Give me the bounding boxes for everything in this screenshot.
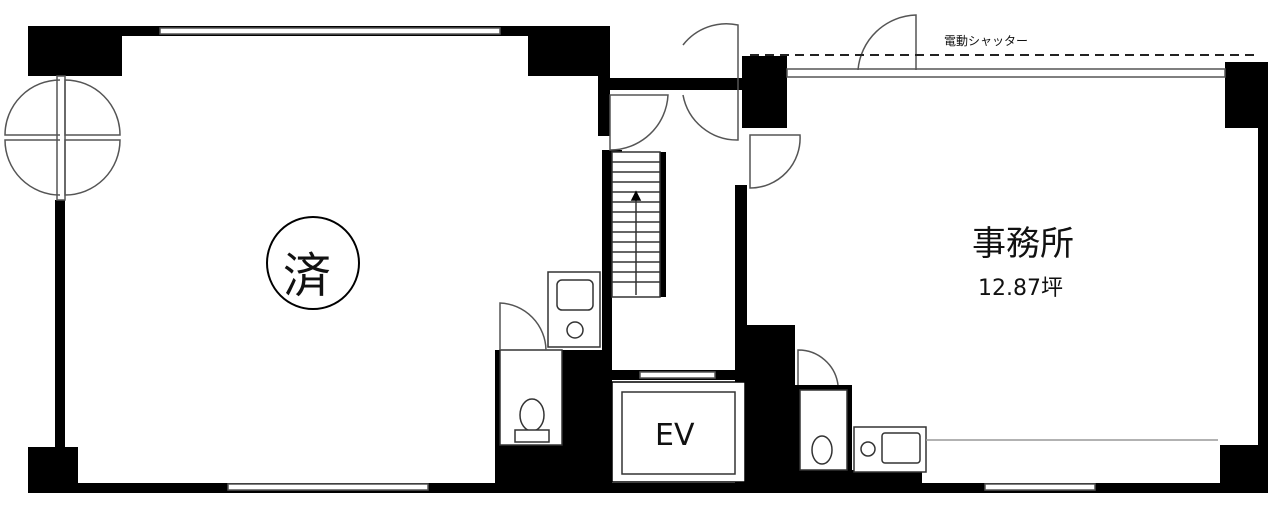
office-area: 12.87坪 xyxy=(978,276,1063,301)
contracted-stamp: 済 xyxy=(283,248,332,304)
shutter-label: 電動シャッター xyxy=(944,34,1029,48)
elevator-label: EV xyxy=(655,418,695,453)
office-room-label: 事務所 xyxy=(972,224,1074,264)
fixtures xyxy=(4,14,1258,491)
